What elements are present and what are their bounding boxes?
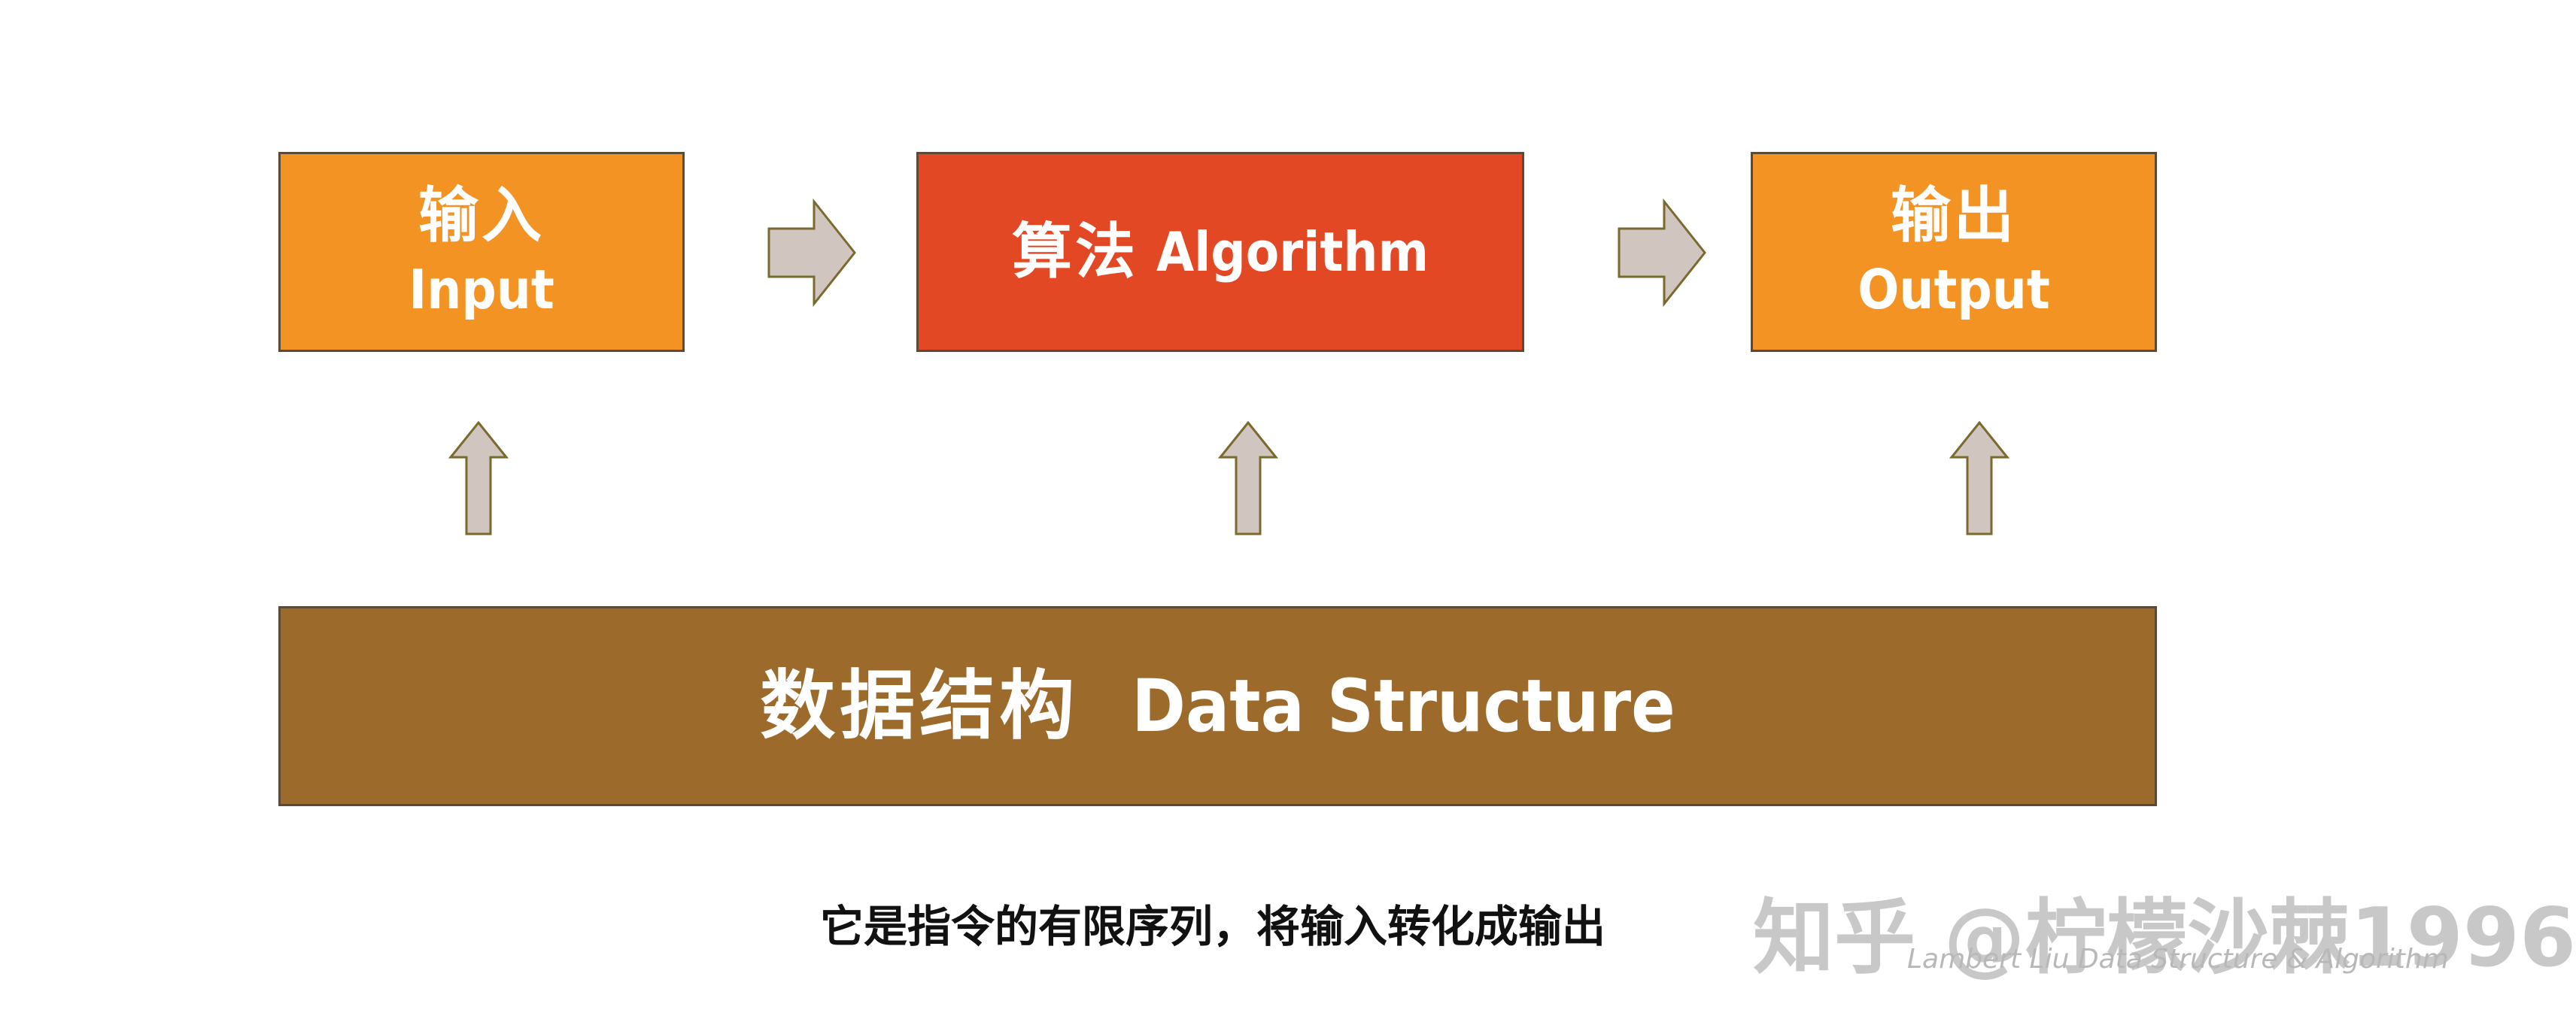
data-structure-label-zh: 数据结构 xyxy=(760,662,1080,750)
output-label-zh: 输出 xyxy=(1891,180,2017,250)
input-box: 输入 Input xyxy=(278,152,685,352)
input-label-zh: 输入 xyxy=(418,180,545,250)
up-arrow-to-algorithm-icon xyxy=(1217,420,1279,535)
right-arrow-input-to-algorithm-icon xyxy=(767,198,856,308)
output-box: 输出 Output xyxy=(1751,152,2157,352)
up-arrow-to-output-icon xyxy=(1949,420,2010,535)
algorithm-box: 算法 Algorithm xyxy=(916,152,1524,352)
up-arrow-to-input-icon xyxy=(448,420,509,535)
input-label-en: Input xyxy=(409,258,554,321)
caption-text: 它是指令的有限序列，将输入转化成输出 xyxy=(820,901,1606,952)
watermark-main: 知乎 @柠檬沙棘1996 xyxy=(1753,891,2576,985)
right-arrow-algorithm-to-output-icon xyxy=(1618,198,1706,308)
watermark-sub: Lambert Liu Data Structure & Algorithm xyxy=(1907,944,2449,975)
output-label-en: Output xyxy=(1858,258,2050,321)
data-structure-box: 数据结构 Data Structure xyxy=(278,606,2157,806)
algorithm-label-en: Algorithm xyxy=(1156,220,1429,284)
data-structure-label-en: Data Structure xyxy=(1132,664,1675,748)
algorithm-label-zh: 算法 xyxy=(1012,217,1139,287)
